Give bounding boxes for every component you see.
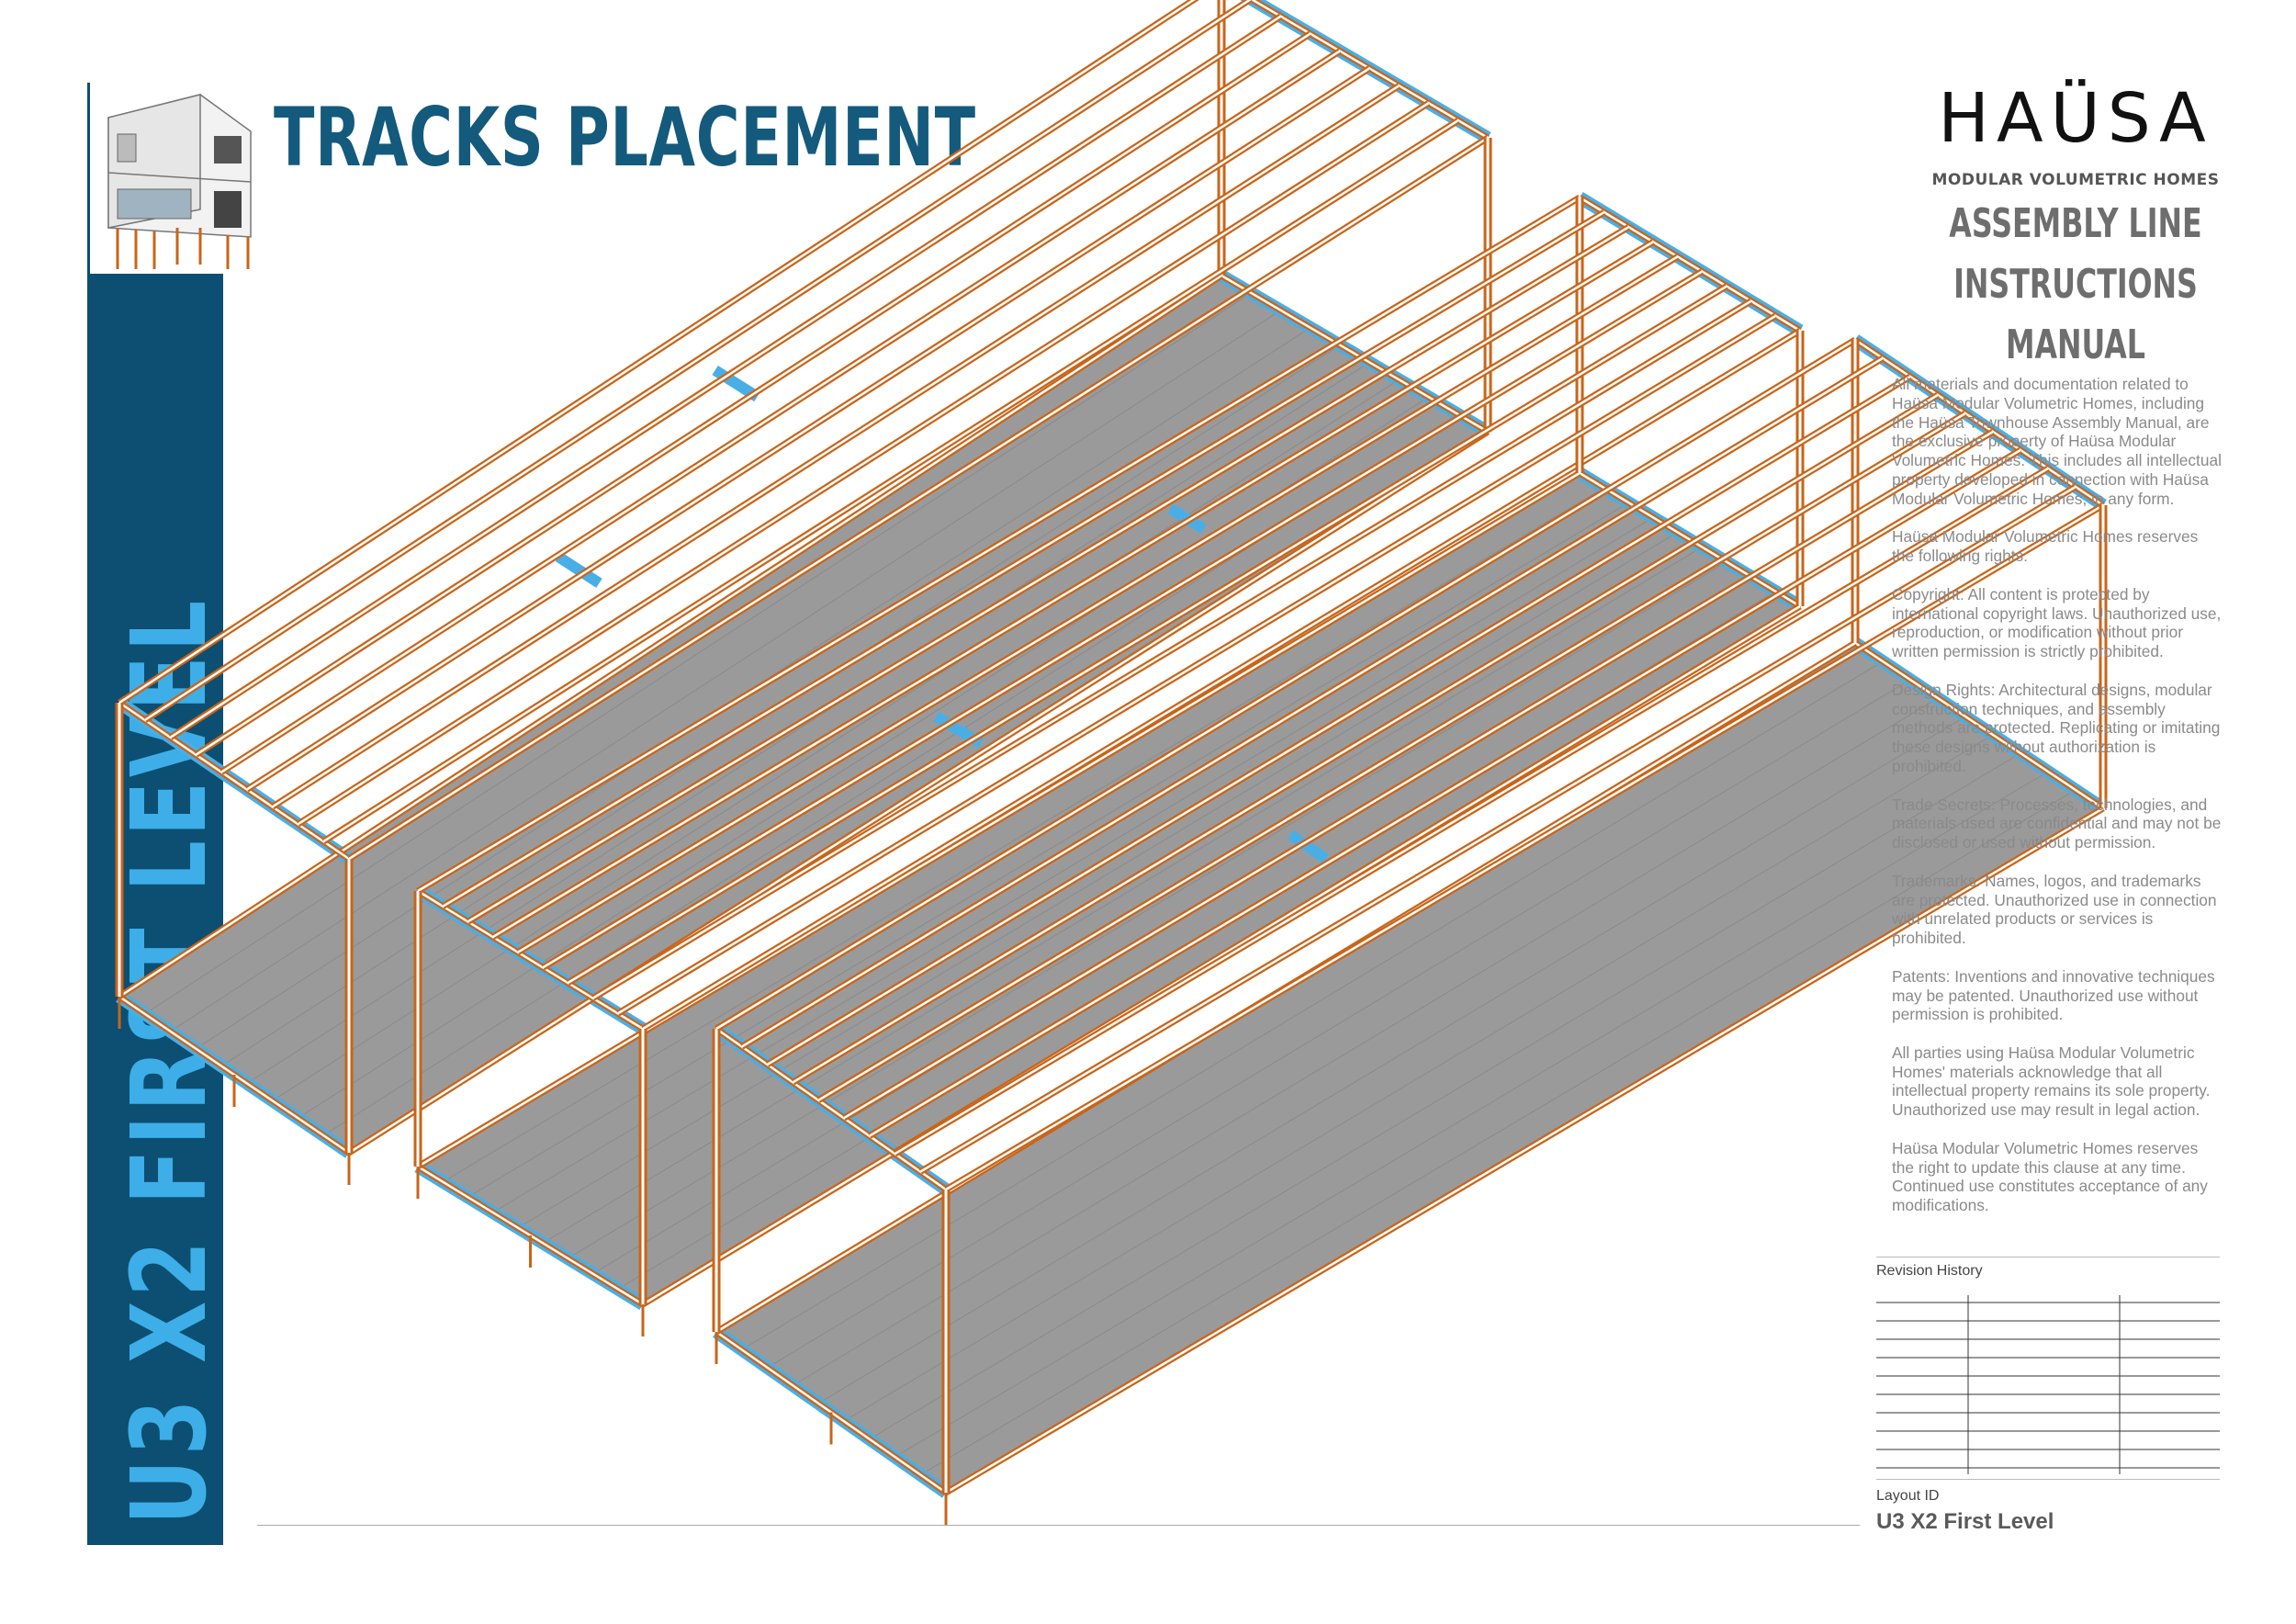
roof-joist-core [220,50,1341,773]
roof-joist-core [195,32,1311,756]
legal-paragraph: All materials and documentation related … [1892,375,2222,508]
page-title: TRACKS PLACEMENT [274,90,976,185]
house-thumbnail [90,81,270,274]
floor-seam [895,771,2049,1458]
roof-joist-core [567,285,1728,985]
legal-paragraph: Trademarks: Names, logos, and trademarks… [1892,871,2217,948]
layout-id-label: Layout ID [1876,1488,1940,1504]
sidebar-band [87,83,223,1545]
roof-beam-core [417,196,1581,893]
manual-title-line-2: INSTRUCTIONS [1953,261,2198,308]
floor-beam-core [118,274,1222,998]
floor-seam [568,561,1728,1259]
roof-beam-core [417,889,644,1031]
floor-seam [272,378,1400,1101]
roof-joist-core [322,119,1459,843]
legal-notice: All materials and documentation related … [1892,375,2223,1235]
floor-beam-core [1579,471,1801,608]
manual-title-line-3: MANUAL [2005,321,2146,368]
roof-joist-core [169,15,1282,739]
floor-seam [246,362,1370,1084]
roof-joist-core [442,211,1605,908]
floor-beam-core [417,471,1581,1168]
roof-beam-core [642,329,1801,1031]
floor-seam [817,716,1966,1404]
legal-paragraph: All parties using Haüsa Modular Volumetr… [1892,1043,2211,1120]
roof-beam-core [1250,0,1489,140]
revision-history-table [1876,1295,2220,1474]
roof-joist-core [492,241,1654,939]
floor-seam [517,532,1678,1229]
floor-seam [869,752,2021,1440]
roof-joist-core [894,467,2049,1156]
roof-joist-core [542,270,1703,969]
roof-joist-core [919,485,2077,1173]
roof-joist-core [869,448,2021,1137]
floor-seam [741,660,1884,1350]
roof-joist-core [617,314,1776,1015]
roof-beam-core [715,338,1856,1031]
floor-seam [767,679,1911,1369]
roof-beam-core [348,136,1489,861]
floor-beam-core [1221,274,1489,434]
roof-joist-core [517,255,1679,953]
floor-seam [492,516,1654,1213]
footer-rule [257,1525,1860,1526]
floor-seam [843,734,1994,1422]
legal-paragraph: Trade Secrets: Processes, technologies, … [1892,795,2222,852]
brand-logo: HAÜSA [1938,79,2213,158]
legal-paragraph: Copyright: All content is protected by i… [1892,584,2222,661]
roof-joist-core [792,393,1939,1084]
legal-paragraph: Haüsa Modular Volumetric Homes reserves … [1892,527,2199,566]
legal-paragraph: Haüsa Modular Volumetric Homes reserves … [1892,1138,2208,1215]
legal-paragraph: Patents: Inventions and innovative techn… [1892,966,2215,1024]
legal-paragraph: Design Rights: Architectural designs, mo… [1892,680,2221,775]
floor-seam [442,487,1604,1183]
roof-joist-core [843,430,1994,1120]
roof-joist-core [741,356,1884,1048]
roof-joist-core [817,412,1966,1101]
roof-joist-core [144,0,1252,721]
roof-joist-core [246,67,1370,791]
floor-beam-core [348,430,1489,1155]
roof-beam-core [1854,338,2104,507]
manual-title-line-1: ASSEMBLY LINE [1949,200,2202,247]
roof-joist-core [297,102,1430,826]
floor-beam-core [642,604,1801,1306]
floor-seam [144,292,1252,1015]
layout-divider [1876,1479,2220,1480]
roof-joist-core [591,299,1752,999]
roof-beam-core [945,503,2104,1191]
brand-block: HAÜSA MODULAR VOLUMETRIC HOMES [1892,85,2259,189]
floor-seam [542,547,1703,1244]
layout-id-value: U3 X2 First Level [1876,1509,2054,1534]
floor-seam [919,789,2077,1475]
roof-beam-core [118,701,350,861]
floor-seam [793,697,1939,1386]
roof-beam-core [118,0,1196,705]
floor-beam-core [1854,641,2104,810]
roof-joist-core [271,85,1401,808]
floor-seam [467,502,1629,1198]
partition-track [555,551,602,588]
roof-beam-core [715,1027,947,1191]
roof-joist-core [467,226,1629,923]
roof-beam-core [1579,196,1801,333]
roof-joist-core [766,375,1911,1066]
partition-track [1287,829,1330,863]
brand-tagline: MODULAR VOLUMETRIC HOMES [1931,171,2220,189]
floor-beam-core [945,806,2104,1494]
revision-history-label: Revision History [1876,1263,1983,1279]
floor-seam [170,310,1281,1032]
